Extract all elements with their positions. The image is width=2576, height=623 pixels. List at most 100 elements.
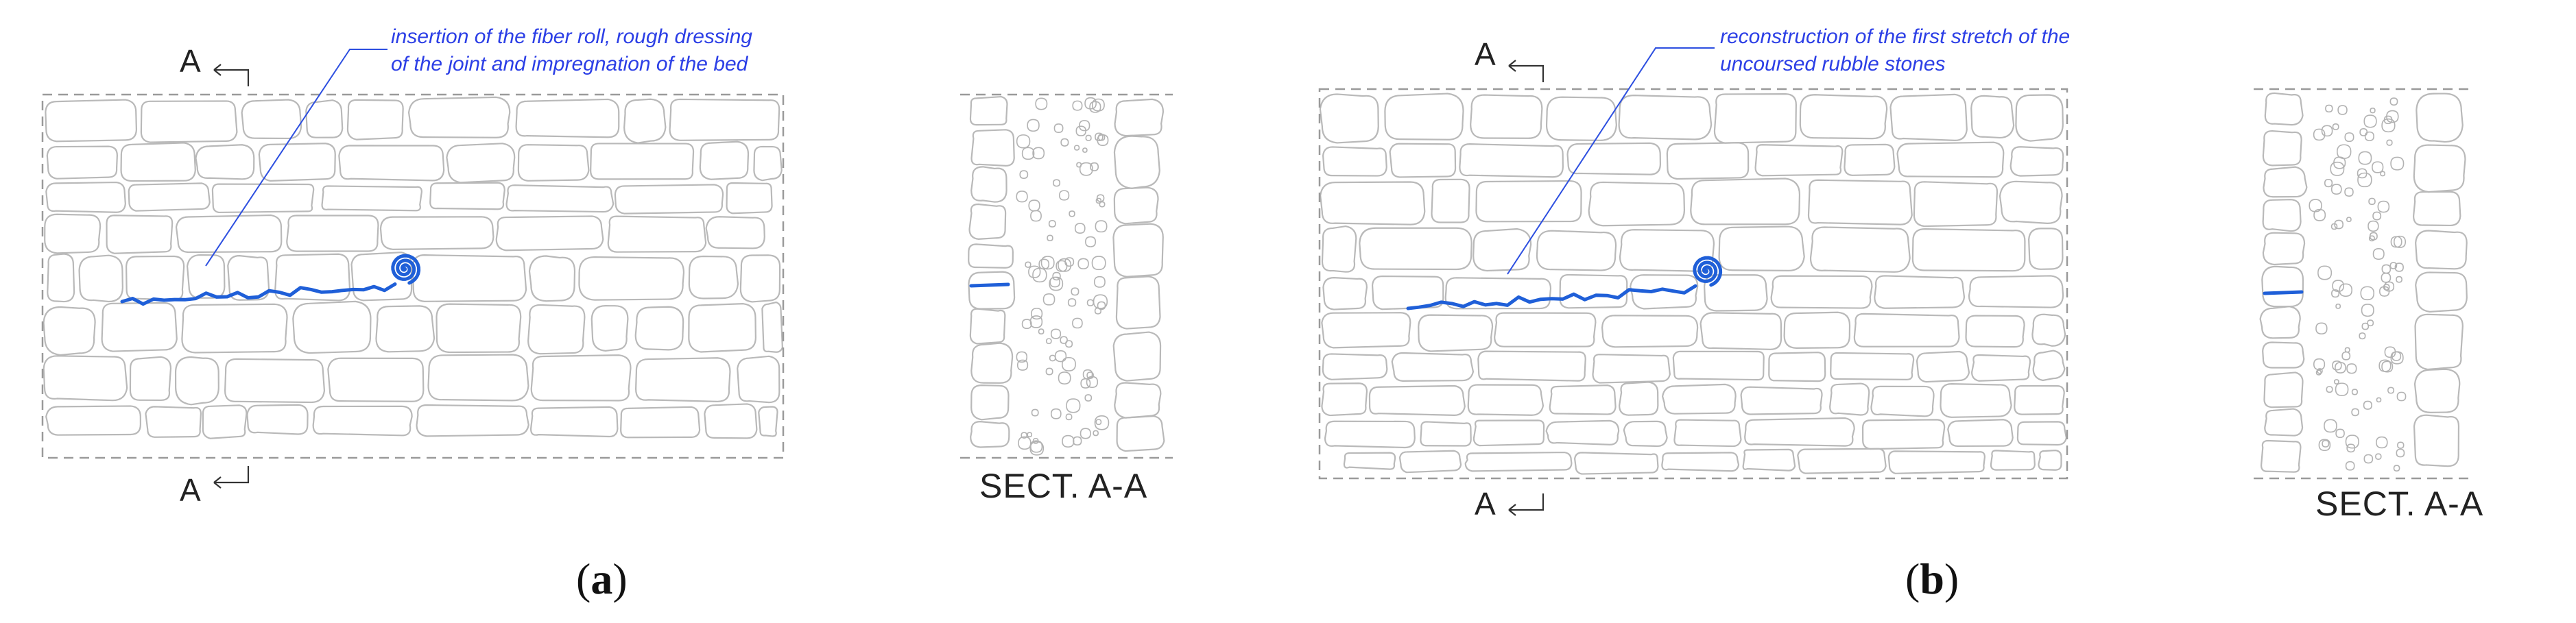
pebble — [2361, 322, 2370, 330]
pebble — [2341, 351, 2351, 361]
pebble — [1048, 219, 1056, 228]
pebble — [2322, 439, 2330, 448]
section-stone — [2415, 271, 2468, 313]
stone — [1666, 142, 1750, 180]
stone — [634, 306, 684, 351]
stone — [1768, 352, 1826, 382]
section-stone — [969, 95, 1008, 126]
pebble — [2389, 97, 2398, 106]
stone — [224, 358, 326, 404]
stone — [1398, 450, 1462, 474]
stone — [1359, 227, 1472, 271]
stone — [1630, 274, 1699, 310]
pebble — [1082, 369, 1093, 380]
stone — [1744, 417, 1855, 447]
pebble — [1071, 287, 1080, 296]
stone — [45, 405, 141, 436]
pebble — [1047, 234, 1053, 242]
pebble — [1066, 398, 1081, 413]
pebble — [1080, 378, 1091, 389]
section-stone — [1116, 415, 1165, 452]
pebble — [2309, 199, 2322, 212]
stone — [174, 356, 219, 406]
section-stone — [968, 203, 1007, 240]
stone — [591, 305, 629, 352]
section-mark-bottom: A — [1475, 486, 1496, 522]
pebble — [2396, 391, 2407, 402]
stone — [1464, 451, 1573, 472]
stone — [1887, 450, 1985, 474]
stone — [1965, 315, 2025, 348]
pebble — [2360, 286, 2375, 301]
stone — [1322, 353, 1388, 380]
pebble — [1084, 97, 1097, 110]
pebble — [1093, 276, 1106, 288]
stone — [126, 255, 185, 301]
pebble — [2358, 151, 2372, 165]
section-stone — [970, 166, 1007, 203]
stone — [1619, 381, 1659, 416]
pebble — [2368, 235, 2375, 242]
section-stone — [2262, 199, 2302, 232]
pebble — [2346, 363, 2357, 374]
section-stone — [2413, 144, 2466, 193]
pebble — [2332, 123, 2339, 130]
pebble — [1097, 134, 1109, 146]
section-label: SECT. A-A — [979, 467, 1148, 505]
stone — [312, 405, 413, 437]
pebble — [1030, 440, 1043, 453]
stone — [1573, 452, 1659, 475]
pebble — [2344, 132, 2354, 143]
stone — [1536, 230, 1617, 271]
stone — [1916, 350, 1970, 383]
stone — [446, 143, 516, 184]
caption-letter: b — [1920, 554, 1944, 603]
pebble — [2332, 280, 2345, 292]
pebble — [2330, 223, 2338, 230]
pebble — [1045, 367, 1053, 376]
section-stone — [970, 129, 1015, 167]
pebble — [1077, 258, 1089, 270]
pebble — [1058, 190, 1070, 201]
pebble — [2359, 332, 2366, 340]
stone — [1322, 277, 1368, 310]
pebble — [2381, 264, 2392, 274]
pebble — [1016, 359, 1029, 371]
stone — [1990, 450, 2036, 471]
pebble — [2367, 319, 2374, 327]
pebble — [1091, 256, 1106, 271]
section-stone — [2414, 313, 2464, 371]
section-stone — [969, 308, 1006, 345]
stone — [47, 253, 75, 303]
pebble — [2372, 211, 2382, 221]
pebble — [2318, 439, 2331, 452]
stone — [2009, 146, 2064, 177]
stone — [737, 355, 780, 404]
stone — [1559, 273, 1628, 309]
stone — [1968, 275, 2064, 308]
stone — [1470, 94, 1543, 139]
stone — [1418, 314, 1494, 352]
pebble — [2315, 322, 2328, 334]
stone — [2028, 228, 2064, 270]
pebble — [1094, 307, 1102, 315]
stone — [1459, 143, 1564, 178]
stone — [1343, 452, 1396, 470]
pebble — [2390, 351, 2404, 365]
stone — [346, 99, 404, 141]
stone — [106, 215, 174, 254]
pebble — [1079, 162, 1093, 176]
stone — [1718, 225, 1805, 271]
pebble — [1031, 408, 1039, 417]
section-stone — [2413, 414, 2460, 467]
pebble — [2344, 347, 2350, 353]
panel-b: reconstruction of the first stretch of t… — [1288, 0, 2576, 623]
pebble — [1082, 147, 1088, 153]
annotation-leader — [1507, 47, 1715, 275]
pebble — [1053, 123, 1064, 134]
pebble — [1097, 134, 1106, 141]
stone — [436, 303, 522, 354]
section-stone — [1113, 186, 1159, 225]
annotation-line-2: uncoursed rubble stones — [1720, 53, 1946, 75]
